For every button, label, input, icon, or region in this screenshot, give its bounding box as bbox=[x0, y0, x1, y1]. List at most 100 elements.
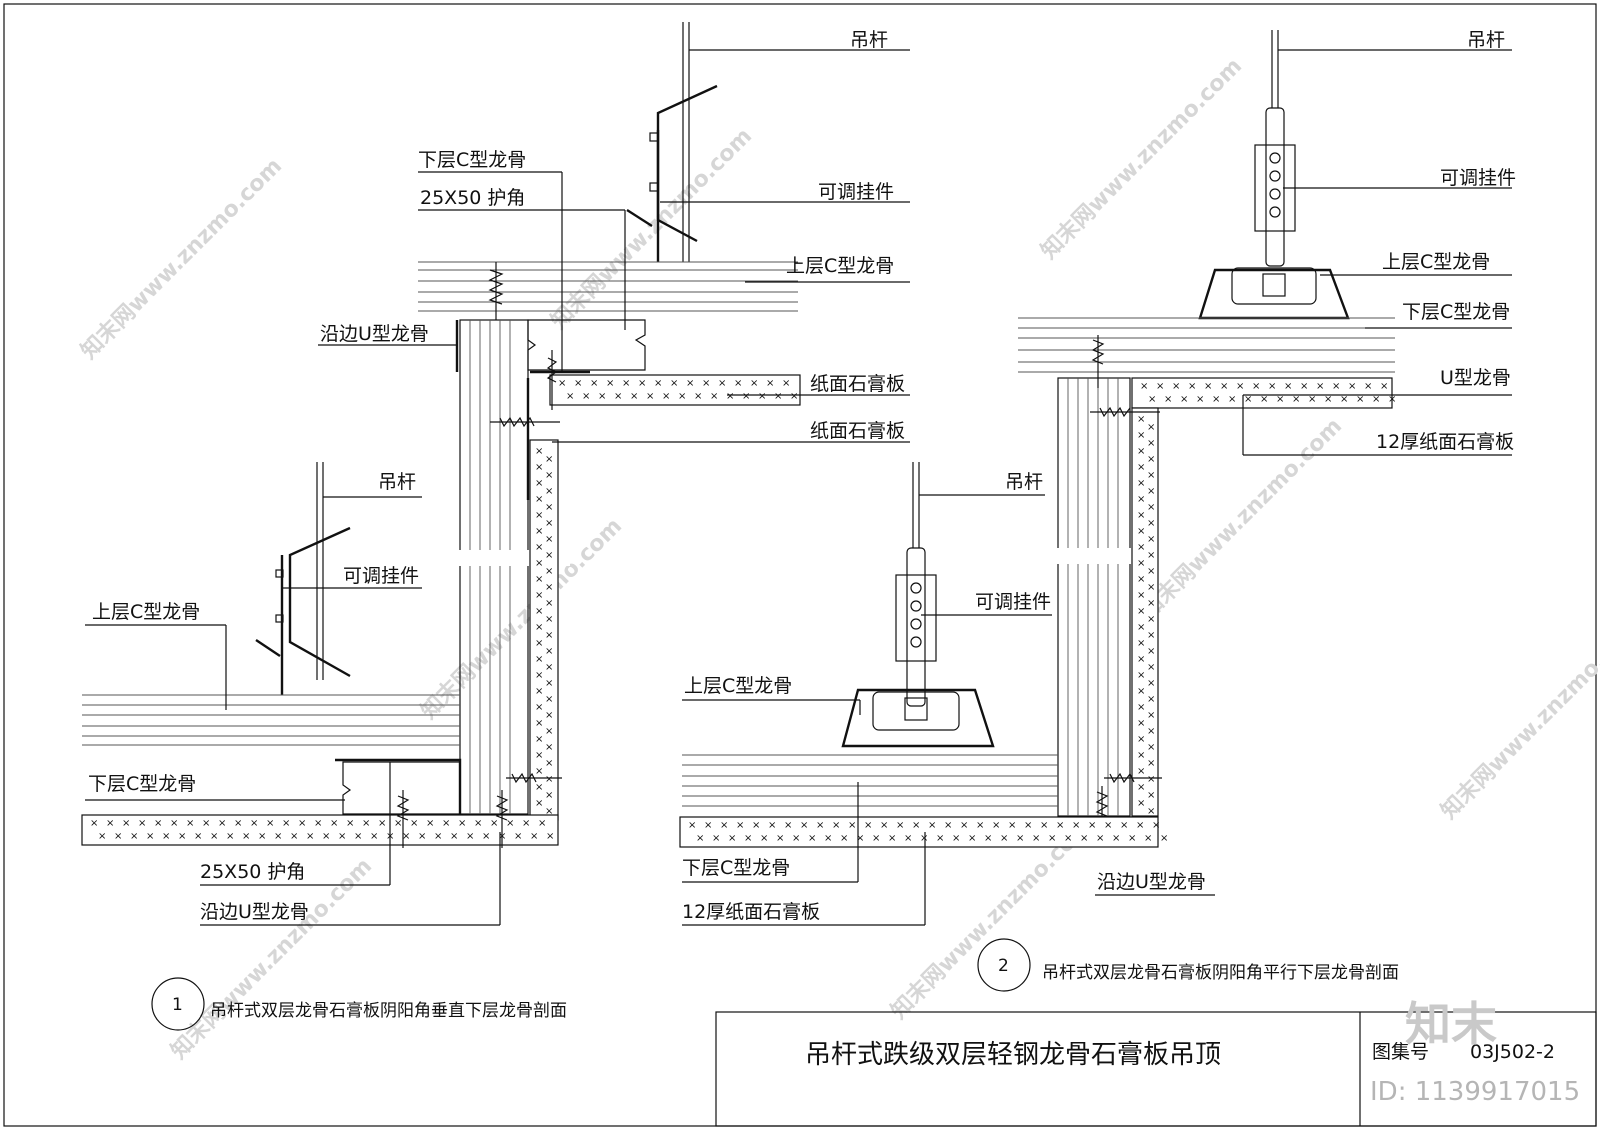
svg-text:×: × bbox=[736, 820, 744, 831]
svg-text:×: × bbox=[1276, 394, 1284, 405]
svg-text:×: × bbox=[535, 686, 543, 697]
svg-text:×: × bbox=[1164, 394, 1172, 405]
svg-text:×: × bbox=[146, 831, 154, 842]
svg-text:×: × bbox=[545, 758, 553, 769]
svg-text:×: × bbox=[574, 378, 582, 389]
svg-text:×: × bbox=[1137, 782, 1145, 793]
svg-text:×: × bbox=[1147, 566, 1155, 577]
svg-text:×: × bbox=[840, 833, 848, 844]
svg-text:×: × bbox=[178, 831, 186, 842]
svg-text:×: × bbox=[790, 391, 798, 402]
svg-text:×: × bbox=[202, 818, 210, 829]
svg-text:×: × bbox=[114, 831, 122, 842]
svg-text:×: × bbox=[122, 818, 130, 829]
svg-text:×: × bbox=[1268, 381, 1276, 392]
svg-text:×: × bbox=[338, 831, 346, 842]
detail-1: ××××××××××××××××××××××××××××××××××××××××… bbox=[81, 22, 910, 1031]
svg-text:×: × bbox=[1356, 394, 1364, 405]
svg-text:×: × bbox=[1137, 414, 1145, 425]
svg-text:×: × bbox=[784, 820, 792, 831]
svg-text:×: × bbox=[545, 614, 553, 625]
label2-u-keel: U型龙骨 bbox=[1440, 367, 1511, 389]
svg-text:×: × bbox=[1136, 820, 1144, 831]
label-edge-u-top: 沿边U型龙骨 bbox=[320, 323, 429, 345]
svg-text:×: × bbox=[1324, 394, 1332, 405]
svg-text:×: × bbox=[670, 378, 678, 389]
svg-text:×: × bbox=[1292, 394, 1300, 405]
svg-text:×: × bbox=[1137, 670, 1145, 681]
label-adjustable-hanger-mid: 可调挂件 bbox=[343, 565, 419, 587]
svg-text:×: × bbox=[1008, 820, 1016, 831]
svg-text:×: × bbox=[306, 831, 314, 842]
svg-text:×: × bbox=[1147, 710, 1155, 721]
label-gypsum-b: 纸面石膏板 bbox=[810, 419, 905, 442]
svg-text:×: × bbox=[538, 818, 546, 829]
svg-text:×: × bbox=[535, 798, 543, 809]
svg-text:×: × bbox=[1147, 550, 1155, 561]
svg-text:×: × bbox=[535, 526, 543, 537]
svg-text:×: × bbox=[458, 818, 466, 829]
svg-text:×: × bbox=[1137, 558, 1145, 569]
svg-text:×: × bbox=[630, 391, 638, 402]
svg-text:×: × bbox=[1147, 454, 1155, 465]
label2-gypsum-12-top: 12厚纸面石膏板 bbox=[1376, 430, 1514, 453]
label-hanger-rod-top: 吊杆 bbox=[850, 29, 888, 51]
svg-text:×: × bbox=[1188, 381, 1196, 392]
svg-text:×: × bbox=[138, 818, 146, 829]
svg-text:×: × bbox=[1137, 750, 1145, 761]
svg-text:×: × bbox=[1137, 494, 1145, 505]
svg-text:×: × bbox=[545, 694, 553, 705]
svg-text:×: × bbox=[545, 582, 553, 593]
svg-text:×: × bbox=[1147, 518, 1155, 529]
svg-text:×: × bbox=[1152, 820, 1160, 831]
svg-text:×: × bbox=[1160, 833, 1168, 844]
svg-text:×: × bbox=[545, 470, 553, 481]
svg-text:×: × bbox=[1032, 833, 1040, 844]
svg-text:×: × bbox=[720, 820, 728, 831]
svg-text:×: × bbox=[1147, 502, 1155, 513]
svg-text:×: × bbox=[442, 818, 450, 829]
label-corner-bottom: 25X50 护角 bbox=[200, 861, 305, 883]
svg-text:×: × bbox=[1252, 381, 1260, 392]
svg-text:×: × bbox=[378, 818, 386, 829]
svg-text:×: × bbox=[314, 818, 322, 829]
svg-text:×: × bbox=[1048, 833, 1056, 844]
svg-text:×: × bbox=[194, 831, 202, 842]
drawing-title: 吊杆式跌级双层轻钢龙骨石膏板吊顶 bbox=[805, 1040, 1221, 1070]
svg-text:×: × bbox=[1024, 820, 1032, 831]
svg-text:×: × bbox=[234, 818, 242, 829]
svg-text:×: × bbox=[535, 574, 543, 585]
svg-text:×: × bbox=[1212, 394, 1220, 405]
svg-text:×: × bbox=[1308, 394, 1316, 405]
svg-text:×: × bbox=[434, 831, 442, 842]
svg-text:×: × bbox=[1220, 381, 1228, 392]
svg-text:×: × bbox=[1147, 790, 1155, 801]
svg-text:×: × bbox=[1147, 694, 1155, 705]
svg-text:×: × bbox=[1016, 833, 1024, 844]
svg-text:×: × bbox=[992, 820, 1000, 831]
svg-text:×: × bbox=[694, 391, 702, 402]
svg-text:×: × bbox=[354, 831, 362, 842]
svg-text:×: × bbox=[410, 818, 418, 829]
svg-text:×: × bbox=[106, 818, 114, 829]
svg-text:×: × bbox=[888, 833, 896, 844]
svg-text:×: × bbox=[522, 818, 530, 829]
svg-text:×: × bbox=[782, 378, 790, 389]
svg-text:×: × bbox=[210, 831, 218, 842]
svg-text:×: × bbox=[646, 391, 654, 402]
logo-text: 知末 bbox=[1405, 997, 1497, 1051]
svg-text:×: × bbox=[686, 378, 694, 389]
svg-text:×: × bbox=[1040, 820, 1048, 831]
label-upper-c-top: 上层C型龙骨 bbox=[786, 255, 894, 277]
svg-text:×: × bbox=[545, 646, 553, 657]
svg-text:×: × bbox=[920, 833, 928, 844]
svg-text:×: × bbox=[1147, 486, 1155, 497]
svg-text:×: × bbox=[1144, 833, 1152, 844]
label2-upper-c-mid: 上层C型龙骨 bbox=[684, 675, 792, 697]
svg-text:×: × bbox=[535, 478, 543, 489]
svg-text:×: × bbox=[535, 590, 543, 601]
svg-text:×: × bbox=[904, 833, 912, 844]
svg-text:×: × bbox=[1372, 394, 1380, 405]
svg-text:×: × bbox=[466, 831, 474, 842]
detail-2-number-circle bbox=[977, 938, 1031, 992]
